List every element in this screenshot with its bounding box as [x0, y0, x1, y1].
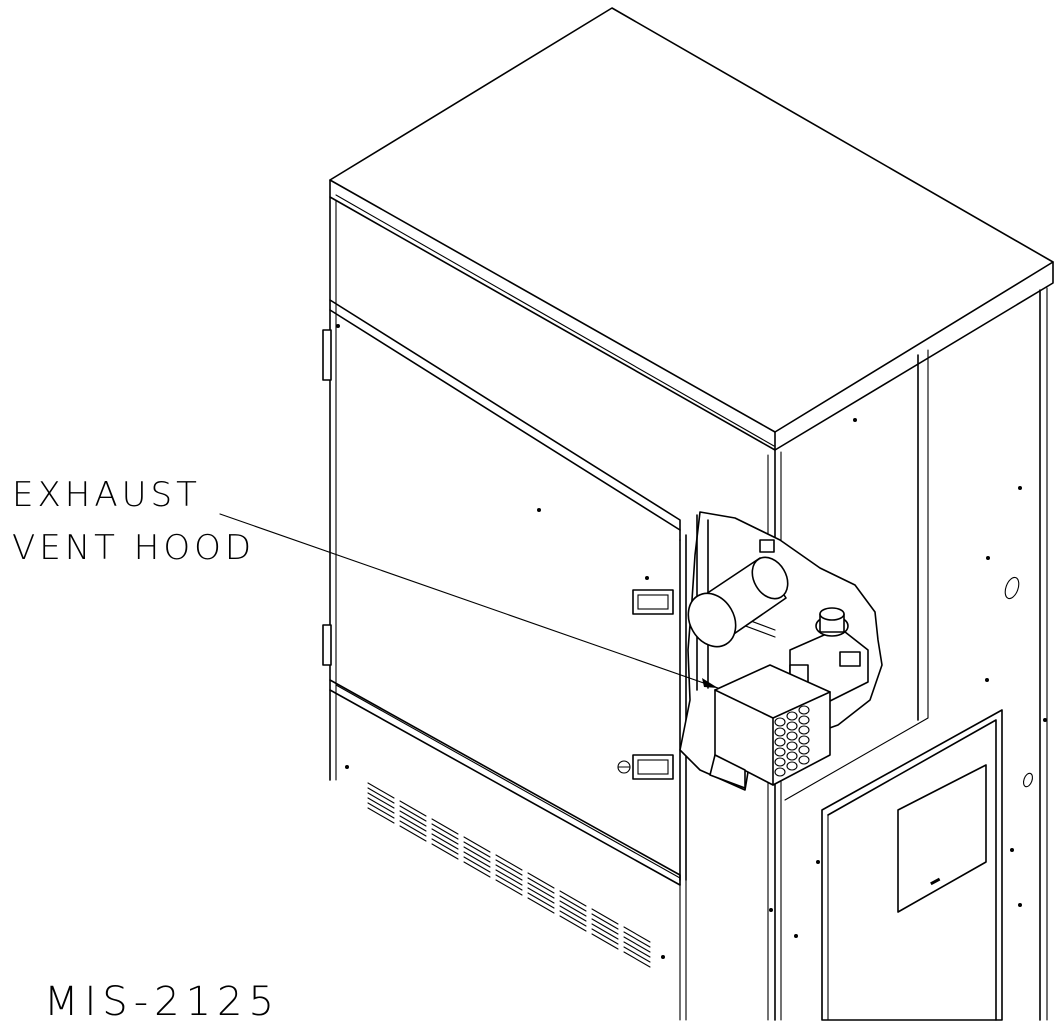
burner-hole [774, 737, 786, 747]
louvre-slat [431, 818, 459, 835]
louvre-slat [495, 864, 523, 881]
louvre-slat [527, 872, 555, 889]
callout-label-exhaust: EXHAUST [12, 475, 201, 515]
access-door [821, 709, 1003, 1021]
louvre-slat [399, 800, 427, 817]
louvre-slat [431, 843, 459, 860]
louvre-slat [495, 854, 523, 871]
louvre-slat [463, 841, 491, 858]
louvre-slat [527, 887, 555, 904]
drawing-number: MIS-2125 [44, 979, 280, 1025]
louvre-slat [559, 895, 587, 912]
blower-motor-icon [687, 539, 789, 648]
louvre-slat [463, 846, 491, 863]
louvre-slat [431, 828, 459, 845]
burner-hole [798, 705, 810, 715]
louvre-slat [623, 931, 651, 948]
louvre-slat [431, 823, 459, 840]
louvre-slat [623, 941, 651, 958]
louvre-slat [495, 879, 523, 896]
louvre-slat [367, 802, 395, 819]
burner-hole [786, 741, 798, 751]
burner-hole [798, 745, 810, 755]
callout-label-vent-hood: VENT HOOD [12, 528, 256, 568]
louvre-slat [591, 908, 619, 925]
louvre-slat [431, 838, 459, 855]
louvre-slat [463, 851, 491, 868]
burner-hole [798, 725, 810, 735]
burner-hole [786, 761, 798, 771]
burner-hole [786, 751, 798, 761]
right-side-features [769, 418, 1047, 938]
louvre-slat [623, 951, 651, 968]
louvre-slat [399, 815, 427, 832]
callout-arrowhead [702, 678, 718, 688]
burner-hole [774, 747, 786, 757]
burner-hole [786, 731, 798, 741]
louvre-slat [399, 810, 427, 827]
burner-hole [798, 735, 810, 745]
burner-hole [774, 757, 786, 767]
louvre-slat [591, 913, 619, 930]
burner-hole [774, 717, 786, 727]
burner-hole [786, 721, 798, 731]
burner-hole [798, 715, 810, 725]
louvre-slat [559, 890, 587, 907]
callout-leader-line [219, 513, 719, 689]
louvre-slat [367, 782, 395, 799]
louvre-slat [495, 869, 523, 886]
burner-hole [774, 727, 786, 737]
louvre-slat [559, 915, 587, 932]
louvre-slat [431, 833, 459, 850]
louvre-slat [495, 874, 523, 891]
louvre-slat [591, 923, 619, 940]
louvre-slat [559, 905, 587, 922]
burner-hole [774, 767, 786, 777]
louvre-slat [559, 900, 587, 917]
burner-hole [798, 755, 810, 765]
louvre-slat [559, 910, 587, 927]
louvre-slat [367, 787, 395, 804]
louvre-slat [527, 892, 555, 909]
upper-door-panel [322, 299, 687, 959]
louvre-slat [527, 882, 555, 899]
louvre-slat [463, 836, 491, 853]
louvre-slat [591, 918, 619, 935]
top-lid [329, 7, 1054, 451]
louvre-slat [591, 928, 619, 945]
louvre-slat [623, 936, 651, 953]
louvre-slat [527, 877, 555, 894]
louvre-slat [367, 792, 395, 809]
louvre-slat [367, 807, 395, 824]
louvre-slat [399, 805, 427, 822]
louvre-slat [623, 946, 651, 963]
louvre-slat [399, 825, 427, 842]
burner-hole [786, 711, 798, 721]
louvre-slat [399, 820, 427, 837]
louvre-slat [463, 861, 491, 878]
louvre-grille [367, 782, 651, 968]
louvre-slat [527, 897, 555, 914]
exhaust-vent-hood-icon [709, 664, 831, 789]
louvre-slat [463, 856, 491, 873]
louvre-slat [367, 797, 395, 814]
louvre-slat [623, 926, 651, 943]
louvre-slat [591, 933, 619, 950]
louvre-slat [495, 859, 523, 876]
